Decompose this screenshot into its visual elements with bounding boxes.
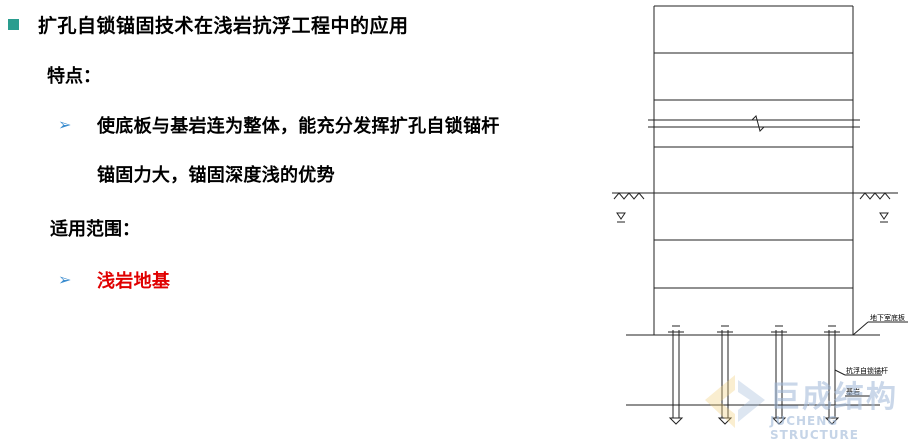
watermark-brand: 巨成结构 bbox=[770, 380, 898, 415]
watermark-sub: JUCHENG STRUCTURE bbox=[770, 414, 859, 442]
scope-label: 适用范围： bbox=[50, 219, 140, 240]
arrow-bullet-icon: ➢ bbox=[58, 115, 72, 134]
drawing-label-slab: 地下室底板 bbox=[870, 313, 905, 322]
features-label: 特点： bbox=[47, 66, 101, 87]
slide-title: 扩孔自锁锚固技术在浅岩抗浮工程中的应用 bbox=[38, 15, 409, 37]
anchor-section-drawing: 地下室底板 抗浮自锁锚杆 基岩 bbox=[612, 5, 908, 425]
watermark-logo-icon bbox=[705, 375, 765, 428]
feature-line-1: 使底板与基岩连为整体，能充分发挥扩孔自锁锚杆 bbox=[97, 116, 500, 137]
square-bullet-icon bbox=[8, 19, 19, 30]
scope-item: 浅岩地基 bbox=[97, 271, 171, 292]
drawing-label-bedrock: 基岩 bbox=[846, 387, 860, 396]
title-row: 扩孔自锁锚固技术在浅岩抗浮工程中的应用 bbox=[8, 11, 409, 38]
arrow-bullet-icon: ➢ bbox=[58, 270, 72, 289]
feature-line-2: 锚固力大，锚固深度浅的优势 bbox=[97, 165, 335, 186]
drawing-label-anchor: 抗浮自锁锚杆 bbox=[846, 366, 888, 375]
